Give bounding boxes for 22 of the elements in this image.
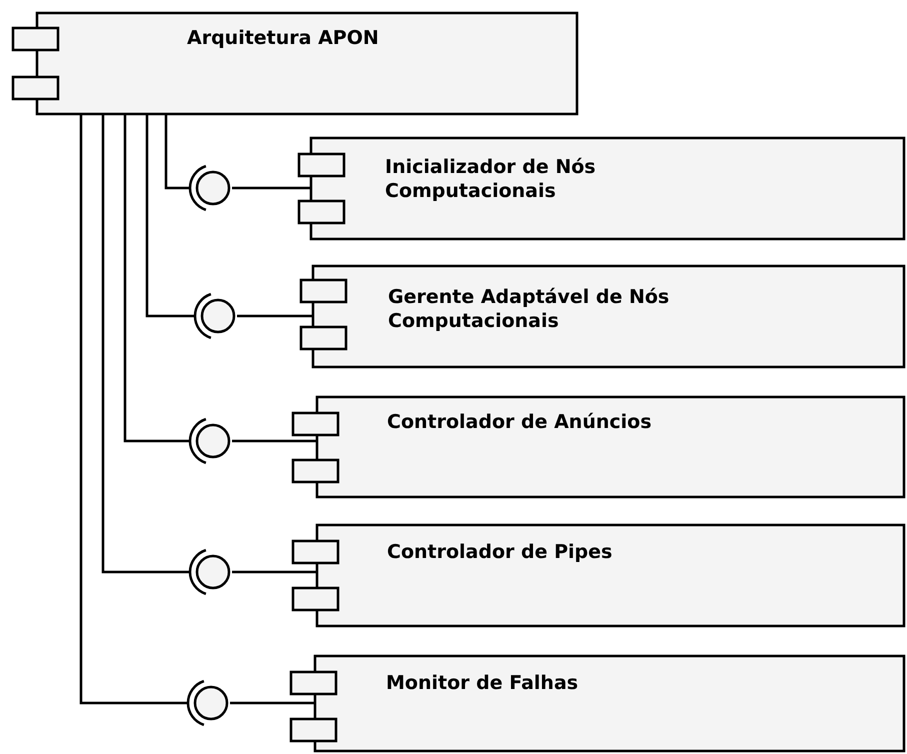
connector-line: [232, 440, 317, 442]
component-name: Controlador de Anúncios: [387, 410, 653, 434]
connector-line: [230, 702, 315, 704]
component-name: Gerente Adaptável de Nós Computacionais: [388, 285, 670, 333]
component-box: [300, 265, 905, 368]
component-name: Arquitetura APON: [187, 26, 380, 50]
connector-line: [237, 314, 313, 318]
connector-line: [124, 115, 190, 442]
component-name: Monitor de Falhas: [386, 671, 580, 695]
connector-line: [164, 115, 190, 190]
connector-line: [146, 115, 195, 318]
component-box: [298, 137, 905, 240]
component-box: [12, 12, 578, 115]
component-name: Inicializador de Nós Computacionais: [385, 155, 597, 203]
connector-line: [232, 186, 311, 190]
component-box: [292, 396, 905, 498]
component-box: [292, 524, 905, 627]
connector-line: [80, 115, 188, 704]
component-box: [290, 655, 905, 752]
component-name: Controlador de Pipes: [387, 540, 614, 564]
connector-line: [232, 570, 317, 574]
connector-line: [102, 115, 190, 574]
